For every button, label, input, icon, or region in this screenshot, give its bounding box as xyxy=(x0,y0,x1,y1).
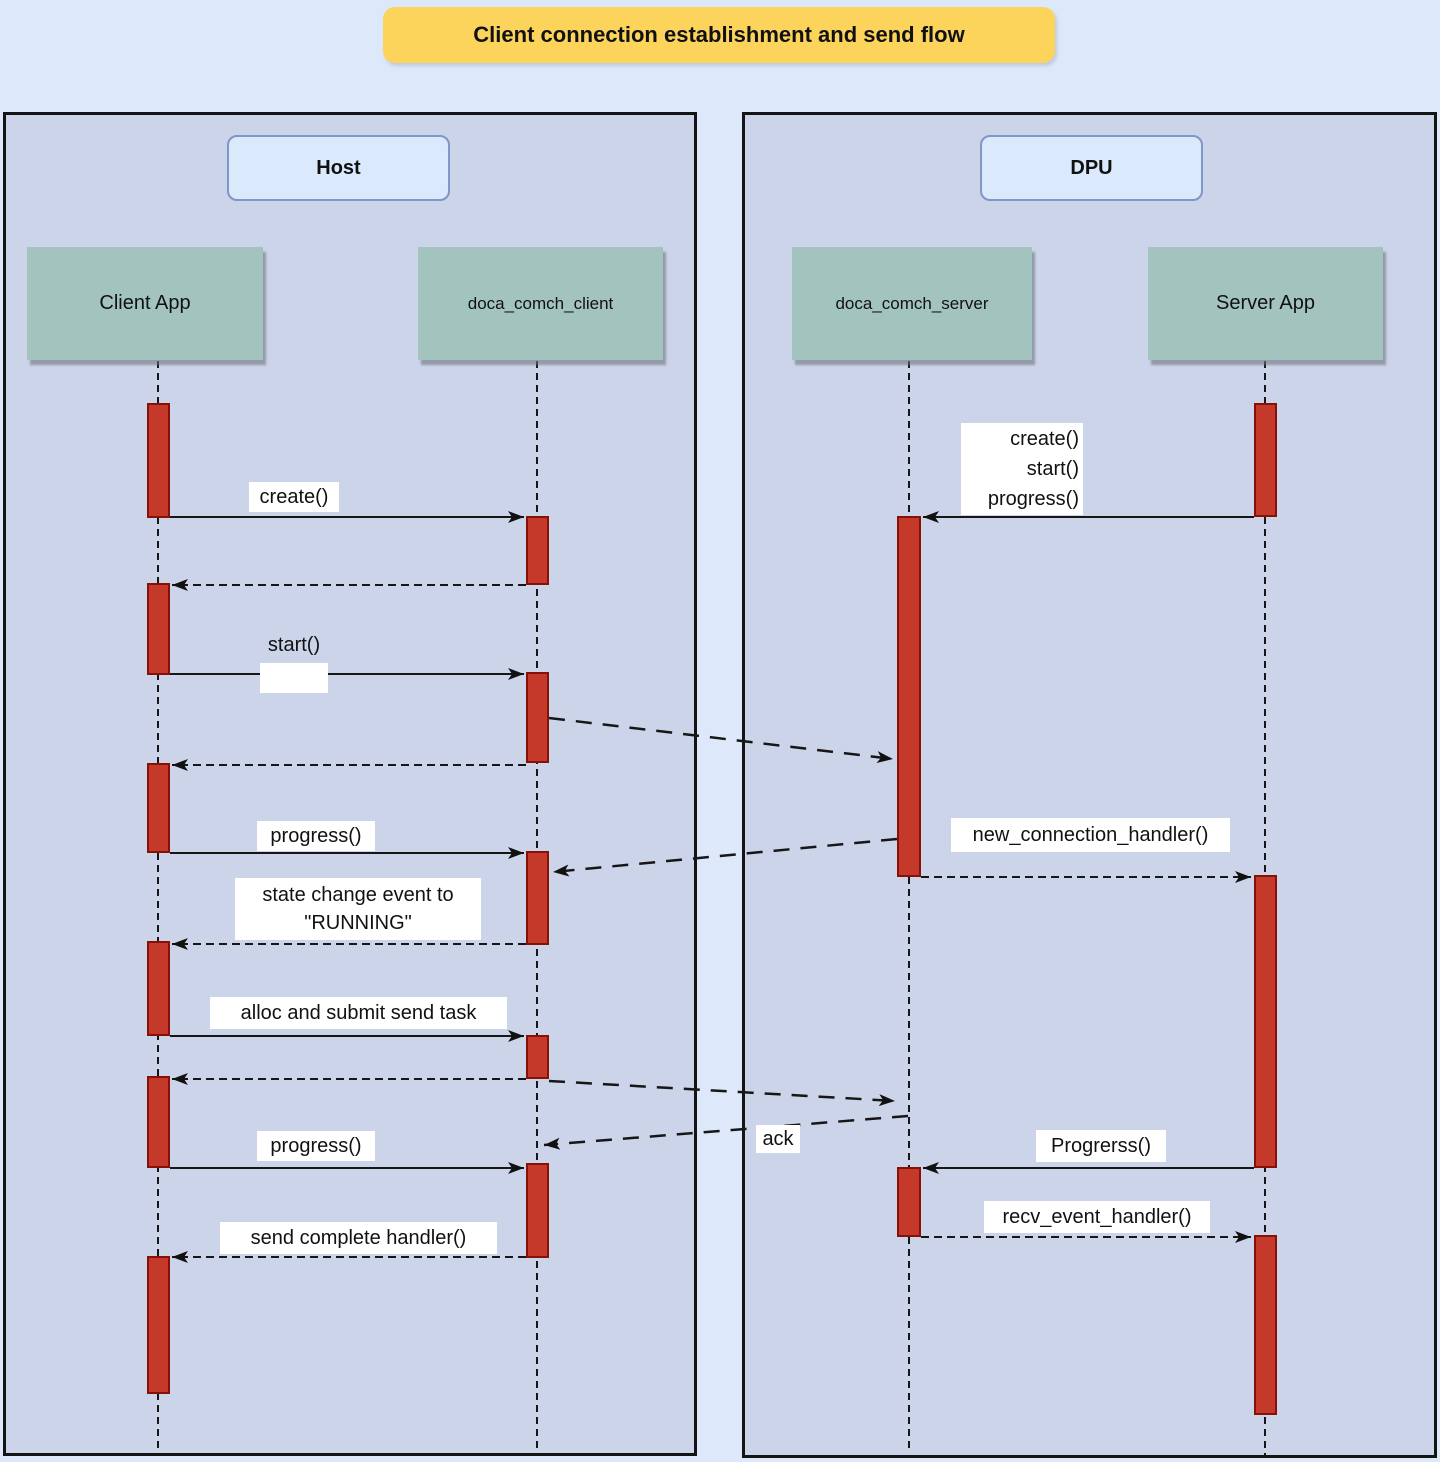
label-start: start() xyxy=(267,634,321,656)
participant-server-app: Server App xyxy=(1148,247,1383,360)
label-state-change: state change event to "RUNNING" xyxy=(235,878,481,940)
host-frame-label: Host xyxy=(227,135,450,201)
label-progrerss: Progrerss() xyxy=(1036,1130,1166,1162)
activation-bar-client-app-4 xyxy=(147,941,170,1036)
activation-bar-comch-client-1 xyxy=(526,516,549,585)
activation-bar-client-app-3 xyxy=(147,763,170,853)
activation-bar-server-app-3 xyxy=(1254,1235,1277,1415)
activation-bar-comch-client-4 xyxy=(526,1035,549,1079)
label-recv-event: recv_event_handler() xyxy=(984,1201,1210,1233)
label-create: create() xyxy=(249,482,339,512)
participant-client-app: Client App xyxy=(27,247,263,360)
activation-bar-client-app-1 xyxy=(147,403,170,518)
label-send-complete: send complete handler() xyxy=(220,1222,497,1254)
activation-bar-server-app-1 xyxy=(1254,403,1277,517)
activation-bar-comch-client-5 xyxy=(526,1163,549,1258)
activation-bar-comch-client-2 xyxy=(526,672,549,763)
label-ack: ack xyxy=(756,1125,800,1153)
label-new-connection: new_connection_handler() xyxy=(951,818,1230,852)
dpu-frame-label: DPU xyxy=(980,135,1203,201)
participant-doca-comch-client: doca_comch_client xyxy=(418,247,663,360)
label-alloc-submit: alloc and submit send task xyxy=(210,997,507,1029)
activation-bar-comch-server-2 xyxy=(897,1167,921,1237)
activation-bar-client-app-6 xyxy=(147,1256,170,1394)
activation-bar-client-app-5 xyxy=(147,1076,170,1168)
activation-bar-comch-server-1 xyxy=(897,516,921,877)
empty-label-box xyxy=(260,663,328,693)
label-progress-2: progress() xyxy=(257,1131,375,1161)
activation-bar-server-app-2 xyxy=(1254,875,1277,1168)
activation-bar-comch-client-3 xyxy=(526,851,549,945)
label-progress-1: progress() xyxy=(257,821,375,851)
label-server-init: create() start() progress() xyxy=(961,423,1083,515)
participant-doca-comch-server: doca_comch_server xyxy=(792,247,1032,360)
diagram-title: Client connection establishment and send… xyxy=(383,7,1055,63)
activation-bar-client-app-2 xyxy=(147,583,170,675)
